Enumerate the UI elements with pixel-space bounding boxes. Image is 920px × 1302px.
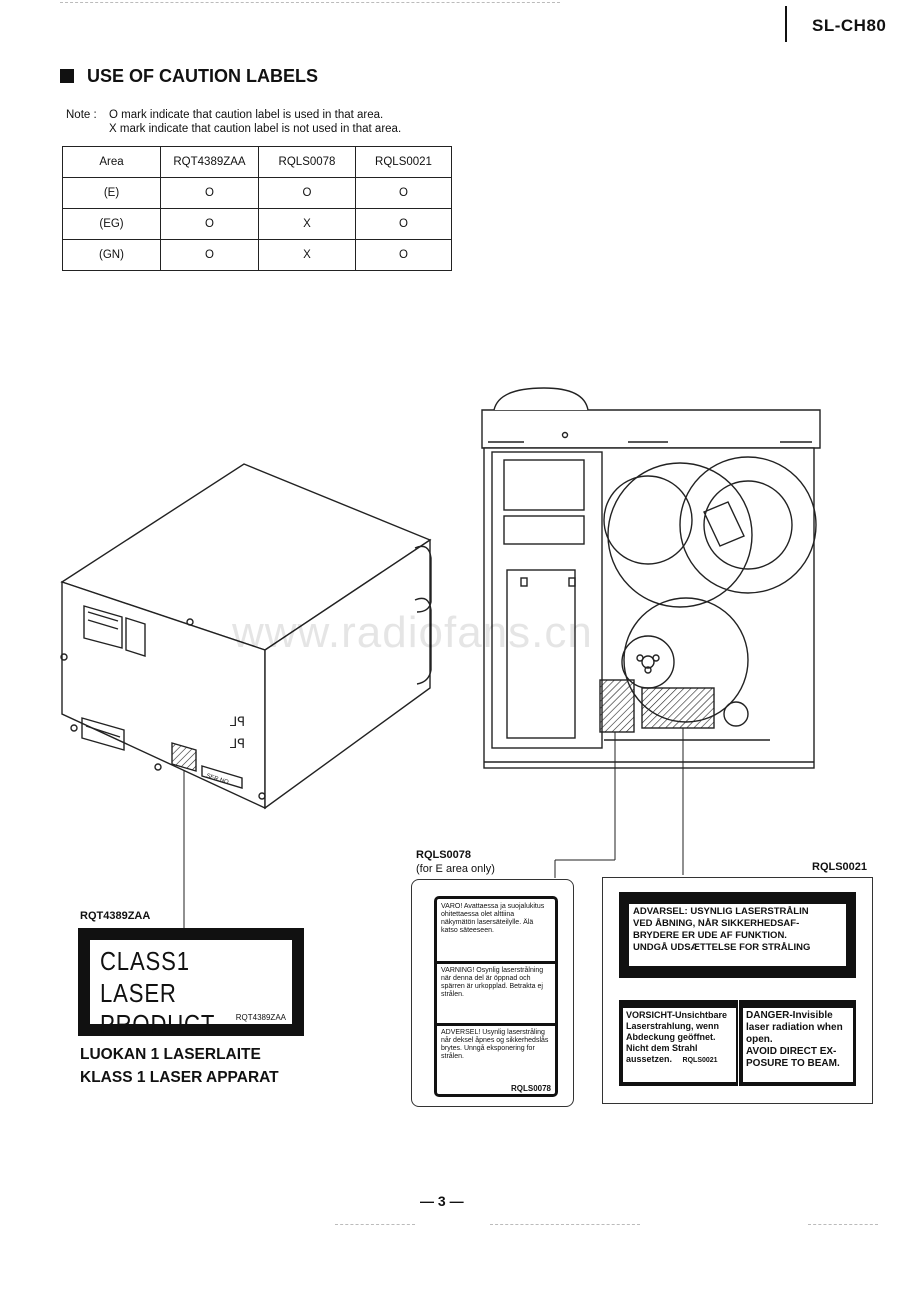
table-cell: O (355, 239, 452, 271)
german-warning-text: VORSICHT-Unsichtbare Laserstrahlung, wen… (623, 1008, 736, 1082)
english-danger-label: DANGER-Invisible laser radiation when op… (739, 1000, 856, 1086)
warning-line-text: aussetzen. (626, 1054, 673, 1064)
table-cell: O (160, 239, 259, 271)
class1-label-code: RQT4389ZAA (235, 1013, 286, 1022)
table-row: (EG) O X O (62, 208, 452, 240)
top-unit-drawing (481, 387, 821, 878)
table-cell: X (258, 239, 356, 271)
warning-line: Abdeckung geöffnet. (626, 1032, 716, 1042)
swedish-class-text: KLASS 1 LASER APPARAT (80, 1069, 279, 1086)
warning-line: open. (746, 1034, 773, 1045)
header-divider (785, 6, 787, 42)
finnish-class-text: LUOKAN 1 LASERLAITE (80, 1046, 261, 1063)
section-bullet (60, 69, 74, 83)
label-divider (437, 1023, 555, 1026)
bottom-scan-line (490, 1224, 640, 1225)
note-prefix: Note : (66, 109, 97, 121)
class1-text: CLASS1 (100, 946, 190, 976)
svg-text:⅃ꟼ: ⅃ꟼ (230, 736, 245, 751)
label-code-rqls0078: RQLS0078 (416, 849, 472, 861)
warning-line: aussetzen. RQLS0021 (626, 1054, 733, 1066)
table-cell: (E) (62, 177, 161, 209)
rqls0078-label: VARO! Avattaessa ja suojalukitus ohitett… (434, 896, 558, 1097)
warning-line: VORSICHT-Unsichtbare (626, 1010, 728, 1020)
warning-line: Laserstrahlung, wenn (626, 1021, 720, 1031)
rqls0021-frame: ADVARSEL: USYNLIG LASERSTRÅLIN VED ÅBNIN… (602, 877, 873, 1104)
table-row: (E) O O O (62, 177, 452, 209)
table-header-cell: RQLS0078 (258, 146, 356, 178)
label-code-rqt4389zaa: RQT4389ZAA (80, 910, 151, 922)
warning-line: UNDGÅ UDSÆTTELSE FOR STRÅLING (633, 942, 811, 953)
table-cell: O (355, 208, 452, 240)
svg-text:⅃ꟼ: ⅃ꟼ (230, 714, 245, 729)
model-number: SL-CH80 (812, 16, 887, 35)
bottom-scan-line (808, 1224, 878, 1225)
table-header-row: Area RQT4389ZAA RQLS0078 RQLS0021 (62, 146, 452, 178)
rqls0078-small-code: RQLS0078 (510, 1084, 551, 1093)
caution-label-table: Area RQT4389ZAA RQLS0078 RQLS0021 (E) O … (62, 146, 452, 271)
laser-product-text: LASER PRODUCT (100, 978, 216, 1039)
page-number: — 3 — (420, 1193, 464, 1209)
note-line-2: X mark indicate that caution label is no… (109, 123, 402, 135)
class1-laser-label: CLASS1 LASER PRODUCT RQT4389ZAA (78, 928, 304, 1039)
watermark: www.radiofans.cn (232, 608, 593, 657)
warning-line: laser radiation when (746, 1022, 843, 1033)
class1-label-face: CLASS1 LASER PRODUCT RQT4389ZAA (90, 940, 292, 1039)
rqls0021-small-code: RQLS0021 (682, 1057, 718, 1064)
warning-line: Nicht dem Strahl (626, 1043, 698, 1053)
table-cell: O (355, 177, 452, 209)
rqls0078-frame: VARO! Avattaessa ja suojalukitus ohitett… (411, 879, 574, 1107)
german-warning-label: VORSICHT-Unsichtbare Laserstrahlung, wen… (619, 1000, 738, 1086)
danish-warning-text: ADVARSEL: USYNLIG LASERSTRÅLIN VED ÅBNIN… (629, 904, 846, 966)
table-cell: (EG) (62, 208, 161, 240)
warning-line: VED ÅBNING, NÅR SIKKERHEDSAF- (633, 918, 800, 929)
warning-line: BRYDERE ER UDE AF FUNKTION. (633, 930, 787, 941)
finnish-warning: VARO! Avattaessa ja suojalukitus ohitett… (441, 903, 545, 934)
norwegian-warning: ADVERSEL! Usynlig laserstråling når deks… (441, 1029, 549, 1060)
note-line-1: O mark indicate that caution label is us… (109, 109, 384, 121)
warning-line: POSURE TO BEAM. (746, 1058, 840, 1069)
table-cell: (GN) (62, 239, 161, 271)
warning-line: AVOID DIRECT EX- (746, 1046, 837, 1057)
top-scan-line (60, 2, 560, 3)
bottom-scan-line (335, 1224, 415, 1225)
section-title: USE OF CAUTION LABELS (87, 66, 319, 86)
table-header-cell: RQLS0021 (355, 146, 452, 178)
rear-unit-drawing: ⅃ꟼ ⅃ꟼ (60, 463, 432, 928)
danish-warning-label: ADVARSEL: USYNLIG LASERSTRÅLIN VED ÅBNIN… (619, 892, 856, 978)
table-row: (GN) O X O (62, 239, 452, 271)
table-cell: O (160, 177, 259, 209)
swedish-warning: VARNING! Osynlig laserstrålning när denn… (441, 967, 544, 998)
label-code-rqls0021: RQLS0021 (812, 861, 868, 873)
label-divider (437, 961, 555, 964)
warning-line: ADVARSEL: USYNLIG LASERSTRÅLIN (633, 906, 809, 917)
label-scope-note: (for E area only) (416, 863, 495, 875)
warning-line: DANGER-Invisible (746, 1010, 833, 1021)
english-danger-text: DANGER-Invisible laser radiation when op… (743, 1008, 853, 1082)
